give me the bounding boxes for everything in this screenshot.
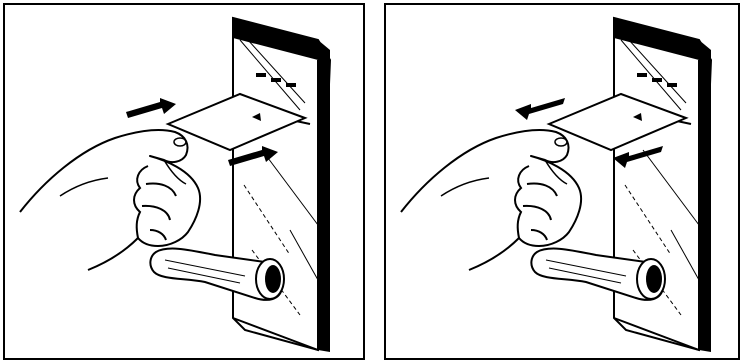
remove-card-panel <box>385 4 739 359</box>
door-lock-icon <box>614 18 711 352</box>
insert-card-panel <box>4 4 364 359</box>
door-lock-icon <box>233 18 330 352</box>
